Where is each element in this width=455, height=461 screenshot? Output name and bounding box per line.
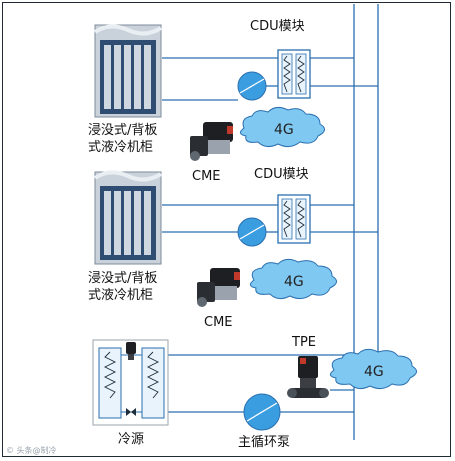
main-pump-label: 主循环泵 <box>238 435 291 450</box>
liquid-cooled-rack-2 <box>93 170 163 265</box>
cloud-4g-label-1: 4G <box>274 122 294 138</box>
circulation-pump-1 <box>237 71 267 101</box>
cme-pump-icon-1 <box>190 122 233 161</box>
cloud-4g-3 <box>330 348 417 390</box>
chiller-label: 冷源 <box>118 432 145 447</box>
cdu-heat-exchanger-2 <box>277 194 311 244</box>
cloud-4g-label-3: 4G <box>364 364 384 380</box>
main-circulation-pump <box>243 393 281 431</box>
cme-pump-icon-2 <box>197 268 240 307</box>
cloud-4g-label-2: 4G <box>284 274 304 290</box>
tpe-label: TPE <box>292 335 316 350</box>
cabinet-label-2-line1: 浸没式/背板 <box>88 271 158 286</box>
cabinet-label-2-line2: 式液冷机柜 <box>88 288 154 303</box>
cabinet-label-1-line1: 浸没式/背板 <box>88 123 158 138</box>
cloud-4g-2 <box>250 258 337 300</box>
watermark: © 头条@制冷 <box>6 446 57 455</box>
cdu-label-2: CDU模块 <box>254 167 309 182</box>
cdu-heat-exchanger-1 <box>277 49 311 99</box>
tpe-pump-icon <box>287 356 329 398</box>
diagram-frame <box>2 2 451 457</box>
chiller-unit <box>92 339 169 426</box>
cme-label-2: CME <box>204 315 233 330</box>
liquid-cooled-rack-1 <box>93 24 163 118</box>
cloud-4g-1 <box>240 106 325 148</box>
cdu-label-1: CDU模块 <box>250 19 305 34</box>
cme-label-1: CME <box>192 169 221 184</box>
circulation-pump-2 <box>237 217 267 247</box>
cabinet-label-1-line2: 式液冷机柜 <box>88 140 154 155</box>
